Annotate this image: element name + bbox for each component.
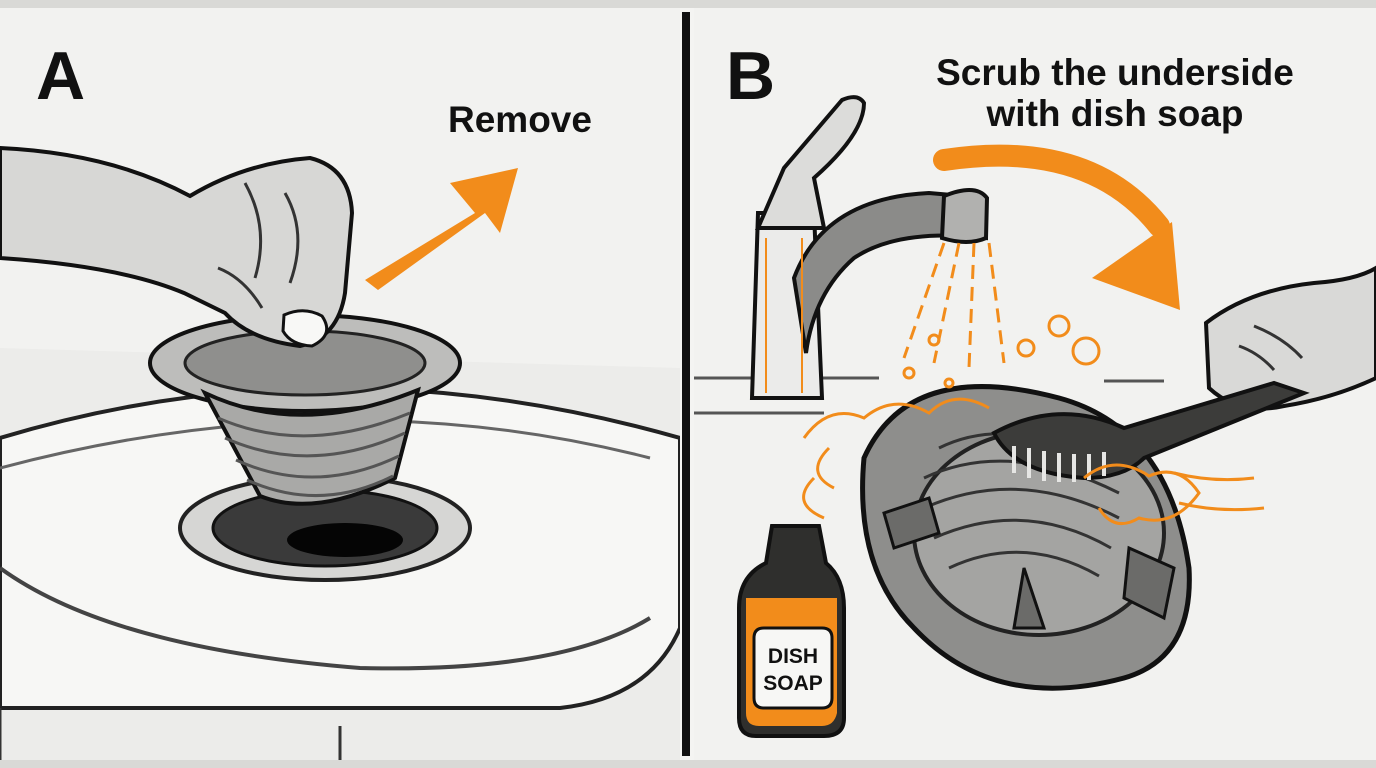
soap-label-line-1: DISH [768,645,818,668]
faucet-nozzle [939,188,990,244]
faucet-spout [791,190,988,354]
cabinet-edge [0,708,342,760]
remove-arrow [365,168,518,290]
panel-a-illustration [0,145,680,760]
bottom-border [0,760,1376,768]
scrub-caption-line-1: Scrub the underside [936,52,1294,93]
hand-fingers [217,182,300,309]
panel-b-illustration: DISH SOAP [694,95,1376,738]
panel-a: A Remove [0,8,680,760]
panel-b-letter: B [726,38,776,114]
panel-divider [682,12,690,756]
faucet-highlight [765,238,803,393]
panel-b: DISH SOAP B Scrub the underside with dis… [694,8,1376,760]
brush-bristles [1012,446,1106,482]
strainer-tabs [882,496,1176,630]
soap-bubbles [802,314,1265,526]
scrub-arrow-head [1092,222,1180,310]
sink-front-edge [0,566,652,671]
drain-pipe-dark [287,523,403,557]
faucet-handle [754,95,867,230]
strainer-ribs [217,411,411,498]
soap-label-line-2: SOAP [763,672,823,695]
scrub-caption: Scrub the underside with dish soap [880,52,1350,135]
strainer-body [200,386,421,506]
remove-caption: Remove [448,99,592,140]
water-stream [902,242,1006,369]
soap-label [752,626,834,710]
panel-a-letter: A [36,38,86,114]
hand [0,145,355,349]
scrubbing-fingers [1238,324,1304,371]
scrub-caption-line-2: with dish soap [986,93,1244,135]
scrub-arrow-curve [933,144,1170,237]
thumbnail [281,309,329,348]
top-border [0,0,1376,8]
